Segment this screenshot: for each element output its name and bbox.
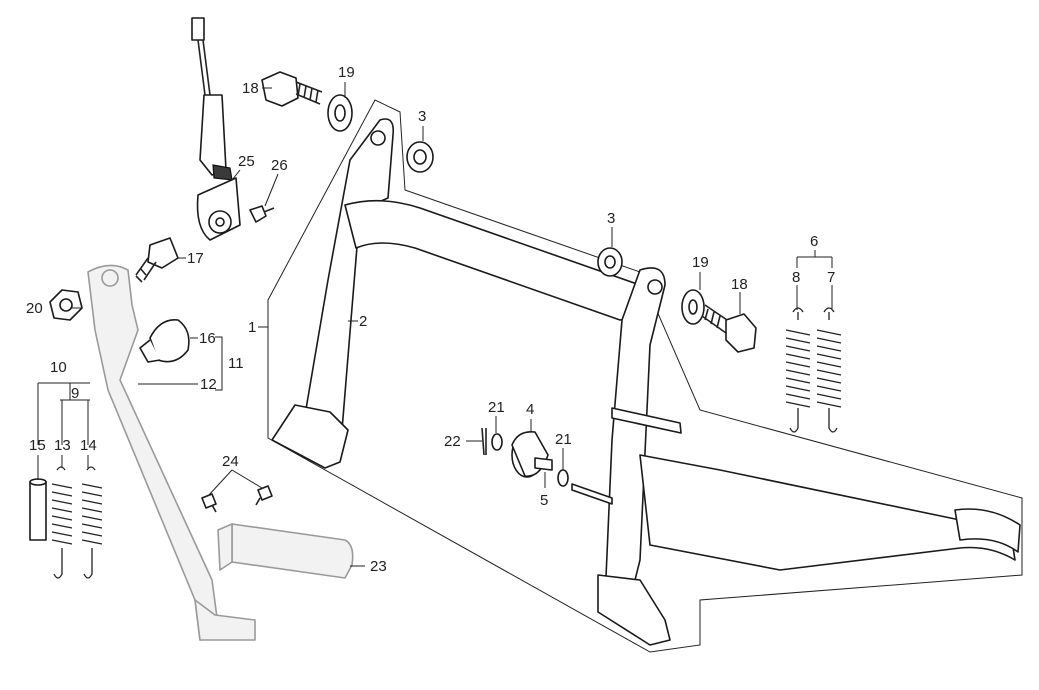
rubber-stopper-4	[511, 430, 553, 478]
callout-1: 1	[248, 319, 256, 336]
callout-20: 20	[26, 300, 43, 317]
callout-25: 25	[238, 153, 255, 170]
callout-10: 10	[50, 359, 67, 376]
side-stand-12	[87, 264, 256, 641]
callout-6: 6	[810, 233, 818, 250]
collar-3-right	[597, 247, 623, 277]
spring-7	[816, 307, 842, 433]
callout-14: 14	[80, 437, 97, 454]
washer-21-right	[557, 469, 569, 487]
callout-19-right: 19	[692, 254, 709, 271]
bracket-23	[217, 523, 354, 579]
callout-18-upper: 18	[242, 80, 259, 97]
sleeve-15	[29, 478, 47, 541]
leader-lines	[37, 82, 833, 567]
screw-24-right	[255, 485, 273, 506]
callout-4: 4	[526, 401, 534, 418]
callout-11: 11	[228, 355, 244, 372]
spring-13	[51, 466, 73, 579]
side-stand-switch-25	[191, 17, 241, 241]
callout-15: 15	[29, 437, 46, 454]
callout-7: 7	[827, 269, 835, 286]
callout-12: 12	[200, 376, 217, 393]
callout-13: 13	[54, 437, 71, 454]
callout-17: 17	[187, 250, 204, 267]
rubber-16	[139, 319, 190, 363]
callout-24: 24	[222, 453, 239, 470]
callout-16: 16	[199, 330, 216, 347]
callout-21-left: 21	[488, 399, 505, 416]
callout-21-right: 21	[555, 431, 572, 448]
callout-22: 22	[444, 433, 461, 450]
callout-26: 26	[271, 157, 288, 174]
bolt-18-right	[701, 304, 757, 353]
nut-20	[49, 289, 83, 321]
collar-3-upper	[406, 141, 434, 173]
callout-2: 2	[359, 313, 367, 330]
callout-3-upper: 3	[418, 108, 426, 125]
main-stand	[271, 118, 1021, 646]
callout-labels: 1 2 3 3 4 5 6 7 8 9 10 11 12 13 14 15 16…	[26, 64, 835, 575]
callout-19-upper: 19	[338, 64, 355, 81]
callout-8: 8	[792, 269, 800, 286]
bolt-18-upper	[261, 71, 323, 107]
callout-5: 5	[540, 492, 548, 509]
screw-24-left	[201, 493, 217, 513]
cotter-pin-22	[481, 427, 487, 456]
callout-23: 23	[370, 558, 387, 575]
washer-21-left	[491, 433, 503, 451]
pin-5	[571, 483, 613, 505]
washer-19-right-hole	[688, 299, 698, 315]
screw-26	[249, 205, 275, 223]
spring-8	[785, 307, 811, 433]
spring-14	[81, 466, 103, 579]
washer-19-upper-hole	[334, 104, 346, 122]
callout-3-right: 3	[607, 210, 615, 227]
main-stand-group-outline	[267, 99, 1023, 653]
callout-9: 9	[71, 385, 79, 402]
bolt-17	[135, 237, 179, 283]
callout-18-right: 18	[731, 276, 748, 293]
